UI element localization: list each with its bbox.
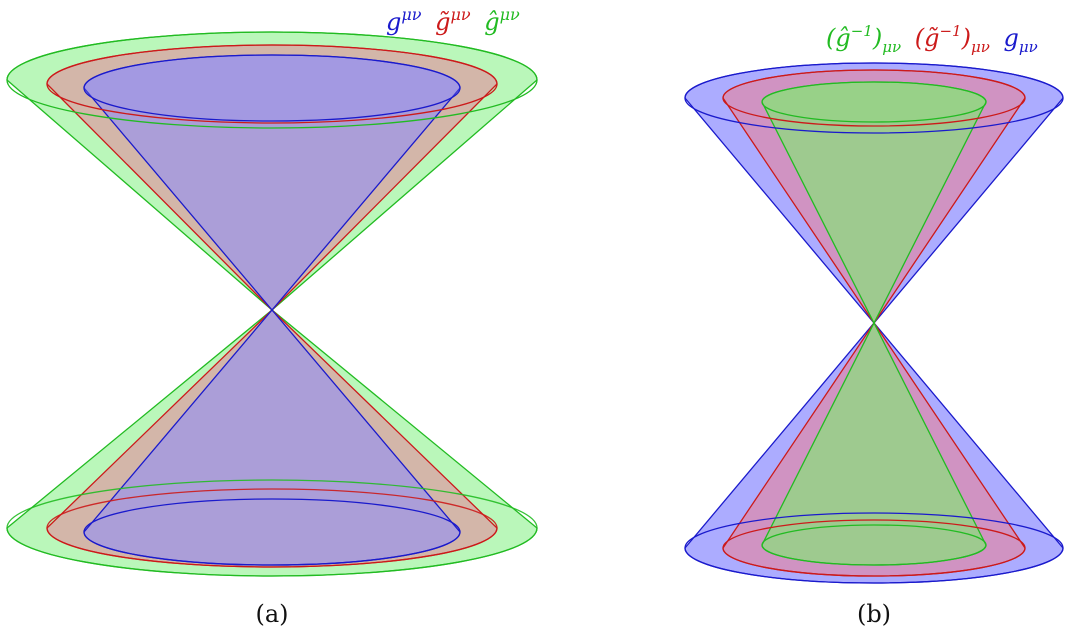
rim-b-blue-top <box>684 62 1064 134</box>
panel-a: gμν g̃μν ĝμν (a) <box>6 0 538 628</box>
legend-b-g-sub: μν <box>1019 38 1038 56</box>
legend-b-ghat-inv: (ĝ <box>826 24 851 52</box>
legend-a-gtilde: g̃ <box>435 8 450 36</box>
rim-a-green-top <box>6 31 538 129</box>
legend-b: (ĝ−1)μν (g̃−1)μν gμν <box>826 22 1038 58</box>
legend-b-gtilde-inv: (g̃ <box>915 24 940 52</box>
legend-a-gtilde-sup: μν <box>451 5 471 24</box>
rim-a-blue-bottom <box>83 498 461 566</box>
caption-a: (a) <box>255 600 288 628</box>
rim-b-blue-bottom <box>684 512 1064 584</box>
cone-g-hat-inverse-lower <box>761 81 987 566</box>
legend-b-gtilde-inv-sub: μν <box>971 38 990 56</box>
rim-a-red-bottom <box>46 488 498 568</box>
panel-b: (ĝ−1)μν (g̃−1)μν gμν (b) <box>684 22 1064 628</box>
rim-b-red-bottom <box>722 519 1026 577</box>
rim-a-blue-top <box>83 54 461 122</box>
legend-b-g: g <box>1004 24 1019 52</box>
legend-a-g-sup: μν <box>401 5 421 24</box>
caption-b: (b) <box>857 600 891 628</box>
legend-a-ghat: ĝ <box>484 8 499 36</box>
rim-a-green-bottom <box>6 479 538 577</box>
rim-a-red-top <box>46 44 498 124</box>
legend-a-g: g <box>386 8 401 36</box>
rim-b-green-top <box>761 81 987 123</box>
rim-b-green-bottom <box>761 524 987 566</box>
legend-a-ghat-sup: μν <box>500 5 520 24</box>
legend-a: gμν g̃μν ĝμν <box>386 0 520 36</box>
rim-b-red-top <box>722 69 1026 127</box>
legend-b-ghat-inv-sub: μν <box>882 38 901 56</box>
